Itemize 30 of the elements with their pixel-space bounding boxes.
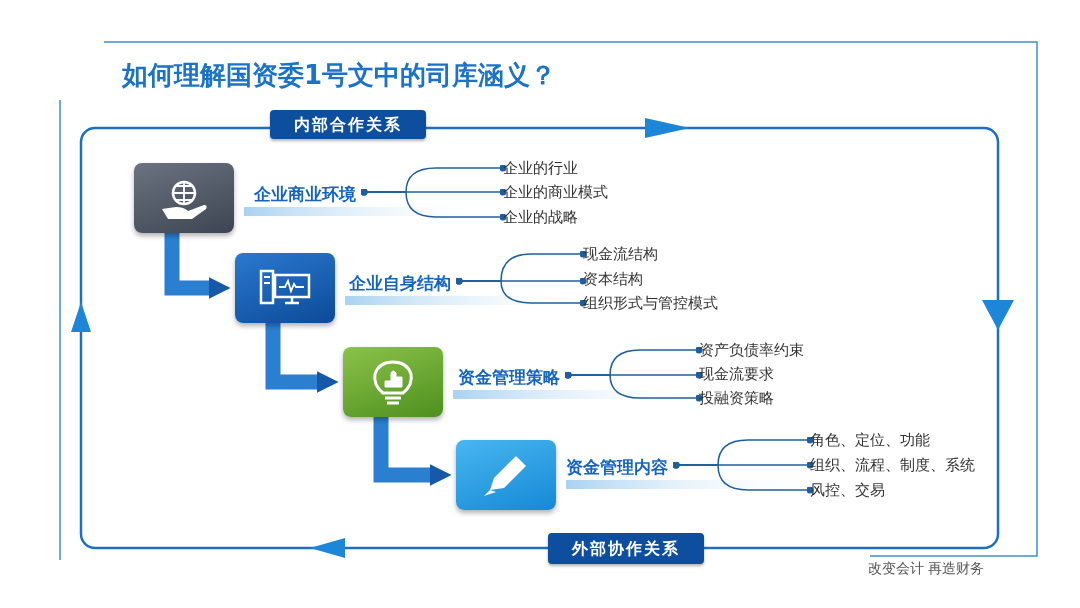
bracket-line [455, 277, 587, 307]
slogan-text: 改变会计 再造财务 [868, 560, 985, 578]
category-heading: 企业自身结构 [349, 272, 451, 294]
bullet-item: 组织、流程、制度、系统 [810, 455, 975, 475]
icon-tile [134, 163, 234, 233]
category-heading: 企业商业环境 [254, 183, 356, 205]
bullet-item: 企业的商业模式 [503, 182, 608, 202]
bullet-item: 企业的行业 [503, 158, 578, 178]
bullet-item: 组织形式与管控模式 [583, 293, 718, 313]
bracket-line [360, 188, 507, 221]
bracket-line [672, 461, 814, 494]
icon-tile [343, 347, 443, 417]
category-heading: 资金管理策略 [458, 366, 560, 388]
bullet-item: 资本结构 [583, 269, 643, 289]
category-heading: 资金管理内容 [566, 456, 668, 478]
bullet-item: 企业的战略 [503, 207, 578, 227]
step-arrow [373, 417, 452, 486]
icon-tile [456, 440, 556, 510]
relation-label: 外部协作关系 [548, 533, 704, 564]
bullet-item: 风控、交易 [810, 480, 885, 500]
bullet-item: 角色、定位、功能 [810, 430, 930, 450]
bullet-item: 现金流结构 [583, 244, 658, 264]
title: 如何理解国资委1号文中的司库涵义？ [122, 59, 557, 92]
relation-label: 内部合作关系 [270, 110, 426, 139]
bracket-line [564, 371, 703, 402]
step-arrow [265, 323, 339, 393]
bullet-item: 资产负债率约束 [699, 340, 804, 360]
bullet-item: 投融资策略 [699, 388, 774, 408]
bullet-item: 现金流要求 [699, 364, 774, 384]
icon-tile [235, 253, 335, 323]
